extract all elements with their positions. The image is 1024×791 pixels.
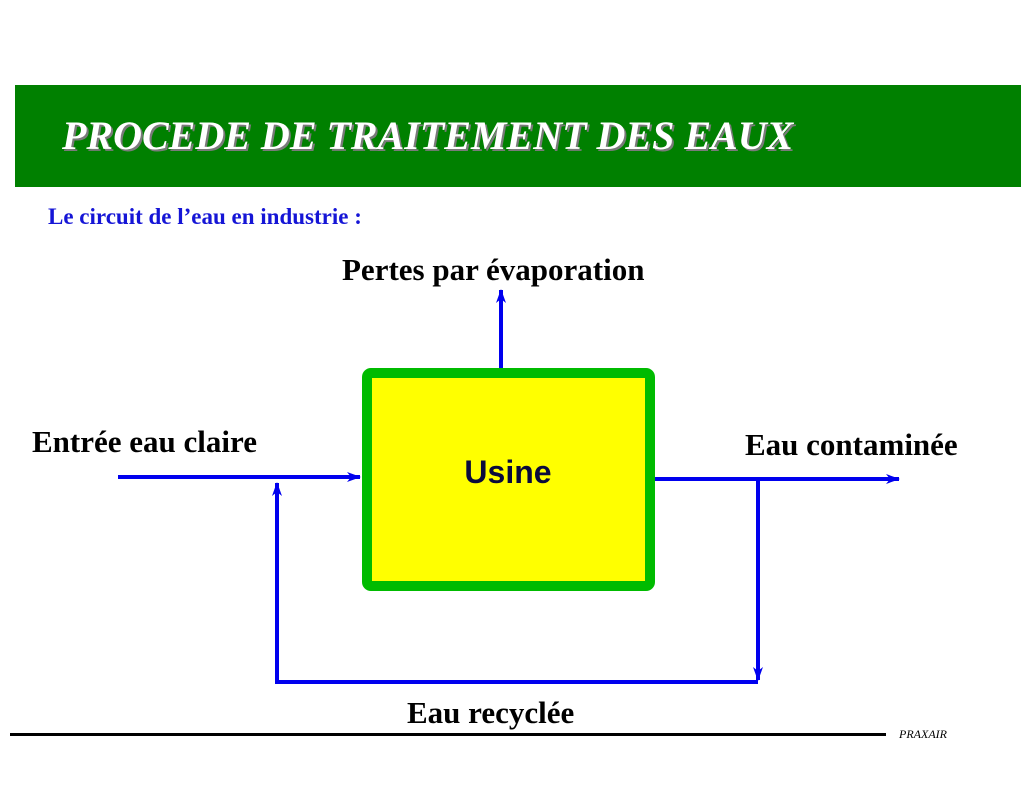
slide-title: PROCEDE DE TRAITEMENT DES EAUX [62, 113, 794, 158]
recycled-water-label: Eau recyclée [407, 695, 575, 730]
slide-subtitle: Le circuit de l’eau en industrie : [48, 204, 362, 229]
clean-water-inlet-label: Entrée eau claire [32, 424, 257, 459]
contaminated-water-label: Eau contaminée [745, 427, 958, 462]
evaporation-loss-label: Pertes par évaporation [342, 252, 645, 287]
footer-divider [10, 733, 886, 736]
usine-label: Usine [464, 454, 552, 490]
title-banner [15, 85, 1021, 187]
footer-brand: PRAXAIR [899, 727, 947, 741]
usine-box [362, 368, 655, 591]
